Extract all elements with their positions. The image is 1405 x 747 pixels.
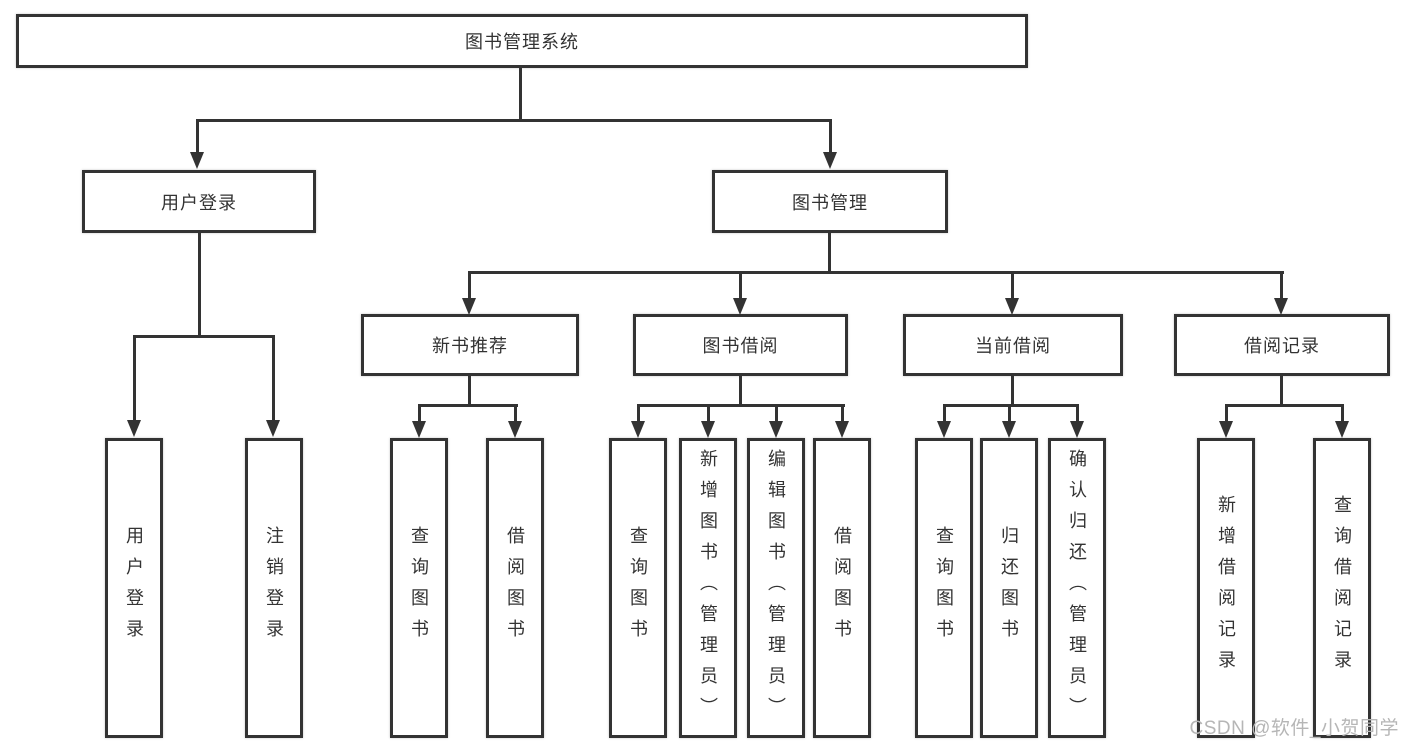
- arrowhead-recommend: [462, 298, 476, 315]
- leaf-confirm-return-admin: 确认归还（管理员）: [1048, 438, 1106, 738]
- edge-drop: [1341, 404, 1344, 422]
- leaf-query-borrow-record: 查询借阅记录: [1313, 438, 1371, 738]
- edge-to-leaf-login: [133, 335, 136, 421]
- arrowhead-current: [1005, 298, 1019, 315]
- arrowhead-book-management: [823, 152, 837, 169]
- arrowhead-leaf: [412, 421, 426, 438]
- leaf-borrow-books: 借阅图书: [813, 438, 871, 738]
- node-current-borrow: 当前借阅: [903, 314, 1123, 376]
- edge-records-branch: [1225, 404, 1344, 407]
- edge-login-branch: [133, 335, 275, 338]
- leaf-label: 注销登录: [264, 526, 284, 650]
- leaf-query-books-current: 查询图书: [915, 438, 973, 738]
- arrowhead-leaf: [508, 421, 522, 438]
- arrowhead-leaf: [835, 421, 849, 438]
- arrowhead-records: [1274, 298, 1288, 315]
- node-book-management: 图书管理: [712, 170, 948, 233]
- leaf-label: 用户登录: [124, 526, 144, 650]
- leaf-borrow-books-recommend: 借阅图书: [486, 438, 544, 738]
- node-borrow-records: 借阅记录: [1174, 314, 1390, 376]
- edge-drop: [943, 404, 946, 422]
- leaf-label: 确认归还（管理员）: [1067, 448, 1087, 728]
- edge-drop: [1225, 404, 1228, 422]
- leaf-label: 借阅图书: [505, 526, 525, 650]
- leaf-label: 查询图书: [934, 526, 954, 650]
- leaf-label: 新增图书（管理员）: [698, 448, 718, 728]
- edge-to-leaf-logout: [272, 335, 275, 421]
- arrowhead-user-login: [190, 152, 204, 169]
- arrowhead-leaf-login: [127, 420, 141, 437]
- edge-borrow-stem: [739, 376, 742, 407]
- leaf-label: 借阅图书: [832, 526, 852, 650]
- csdn-watermark: CSDN @软件_小贺同学: [1189, 718, 1399, 739]
- edge-to-current: [1011, 271, 1014, 300]
- leaf-label: 查询图书: [628, 526, 648, 650]
- leaf-add-books-admin: 新增图书（管理员）: [679, 438, 737, 738]
- node-book-borrow: 图书借阅: [633, 314, 848, 376]
- edge-to-book-management: [829, 119, 832, 153]
- edge-to-user-login: [196, 119, 199, 153]
- edge-mgmt-stem: [828, 233, 831, 273]
- leaf-add-borrow-record: 新增借阅记录: [1197, 438, 1255, 738]
- leaf-label: 归还图书: [999, 526, 1019, 650]
- edge-to-records: [1280, 271, 1283, 300]
- edge-drop: [707, 404, 710, 422]
- leaf-label: 查询借阅记录: [1332, 495, 1352, 681]
- edge-drop: [418, 404, 421, 422]
- edge-drop: [1008, 404, 1011, 422]
- arrowhead-borrow: [733, 298, 747, 315]
- edge-recommend-branch: [418, 404, 518, 407]
- arrowhead-leaf: [1335, 421, 1349, 438]
- edge-current-branch: [943, 404, 1079, 407]
- edge-drop: [1076, 404, 1079, 422]
- leaf-user-login: 用户登录: [105, 438, 163, 738]
- edge-drop: [775, 404, 778, 422]
- edge-records-stem: [1280, 376, 1283, 407]
- leaf-label: 编辑图书（管理员）: [766, 448, 786, 728]
- arrowhead-leaf: [1219, 421, 1233, 438]
- leaf-logout: 注销登录: [245, 438, 303, 738]
- arrowhead-leaf: [701, 421, 715, 438]
- edge-current-stem: [1011, 376, 1014, 407]
- leaf-return-books: 归还图书: [980, 438, 1038, 738]
- arrowhead-leaf: [937, 421, 951, 438]
- leaf-label: 查询图书: [409, 526, 429, 650]
- leaf-query-books-recommend: 查询图书: [390, 438, 448, 738]
- edge-to-recommend: [468, 271, 471, 300]
- edge-login-stem: [198, 233, 201, 337]
- node-user-login: 用户登录: [82, 170, 316, 233]
- node-new-book-recommend: 新书推荐: [361, 314, 579, 376]
- edge-mgmt-branch: [468, 271, 1284, 274]
- arrowhead-leaf: [631, 421, 645, 438]
- arrowhead-leaf: [1070, 421, 1084, 438]
- edge-root-branch: [196, 119, 832, 122]
- edge-drop: [841, 404, 844, 422]
- leaf-edit-books-admin: 编辑图书（管理员）: [747, 438, 805, 738]
- edge-borrow-branch: [637, 404, 845, 407]
- edge-to-borrow: [739, 271, 742, 300]
- node-root: 图书管理系统: [16, 14, 1028, 68]
- arrowhead-leaf-logout: [266, 420, 280, 437]
- arrowhead-leaf: [1002, 421, 1016, 438]
- edge-root-stem: [519, 68, 522, 121]
- edge-drop: [514, 404, 517, 422]
- leaf-label: 新增借阅记录: [1216, 495, 1236, 681]
- edge-drop: [637, 404, 640, 422]
- edge-recommend-stem: [468, 376, 471, 407]
- leaf-query-books-borrow: 查询图书: [609, 438, 667, 738]
- arrowhead-leaf: [769, 421, 783, 438]
